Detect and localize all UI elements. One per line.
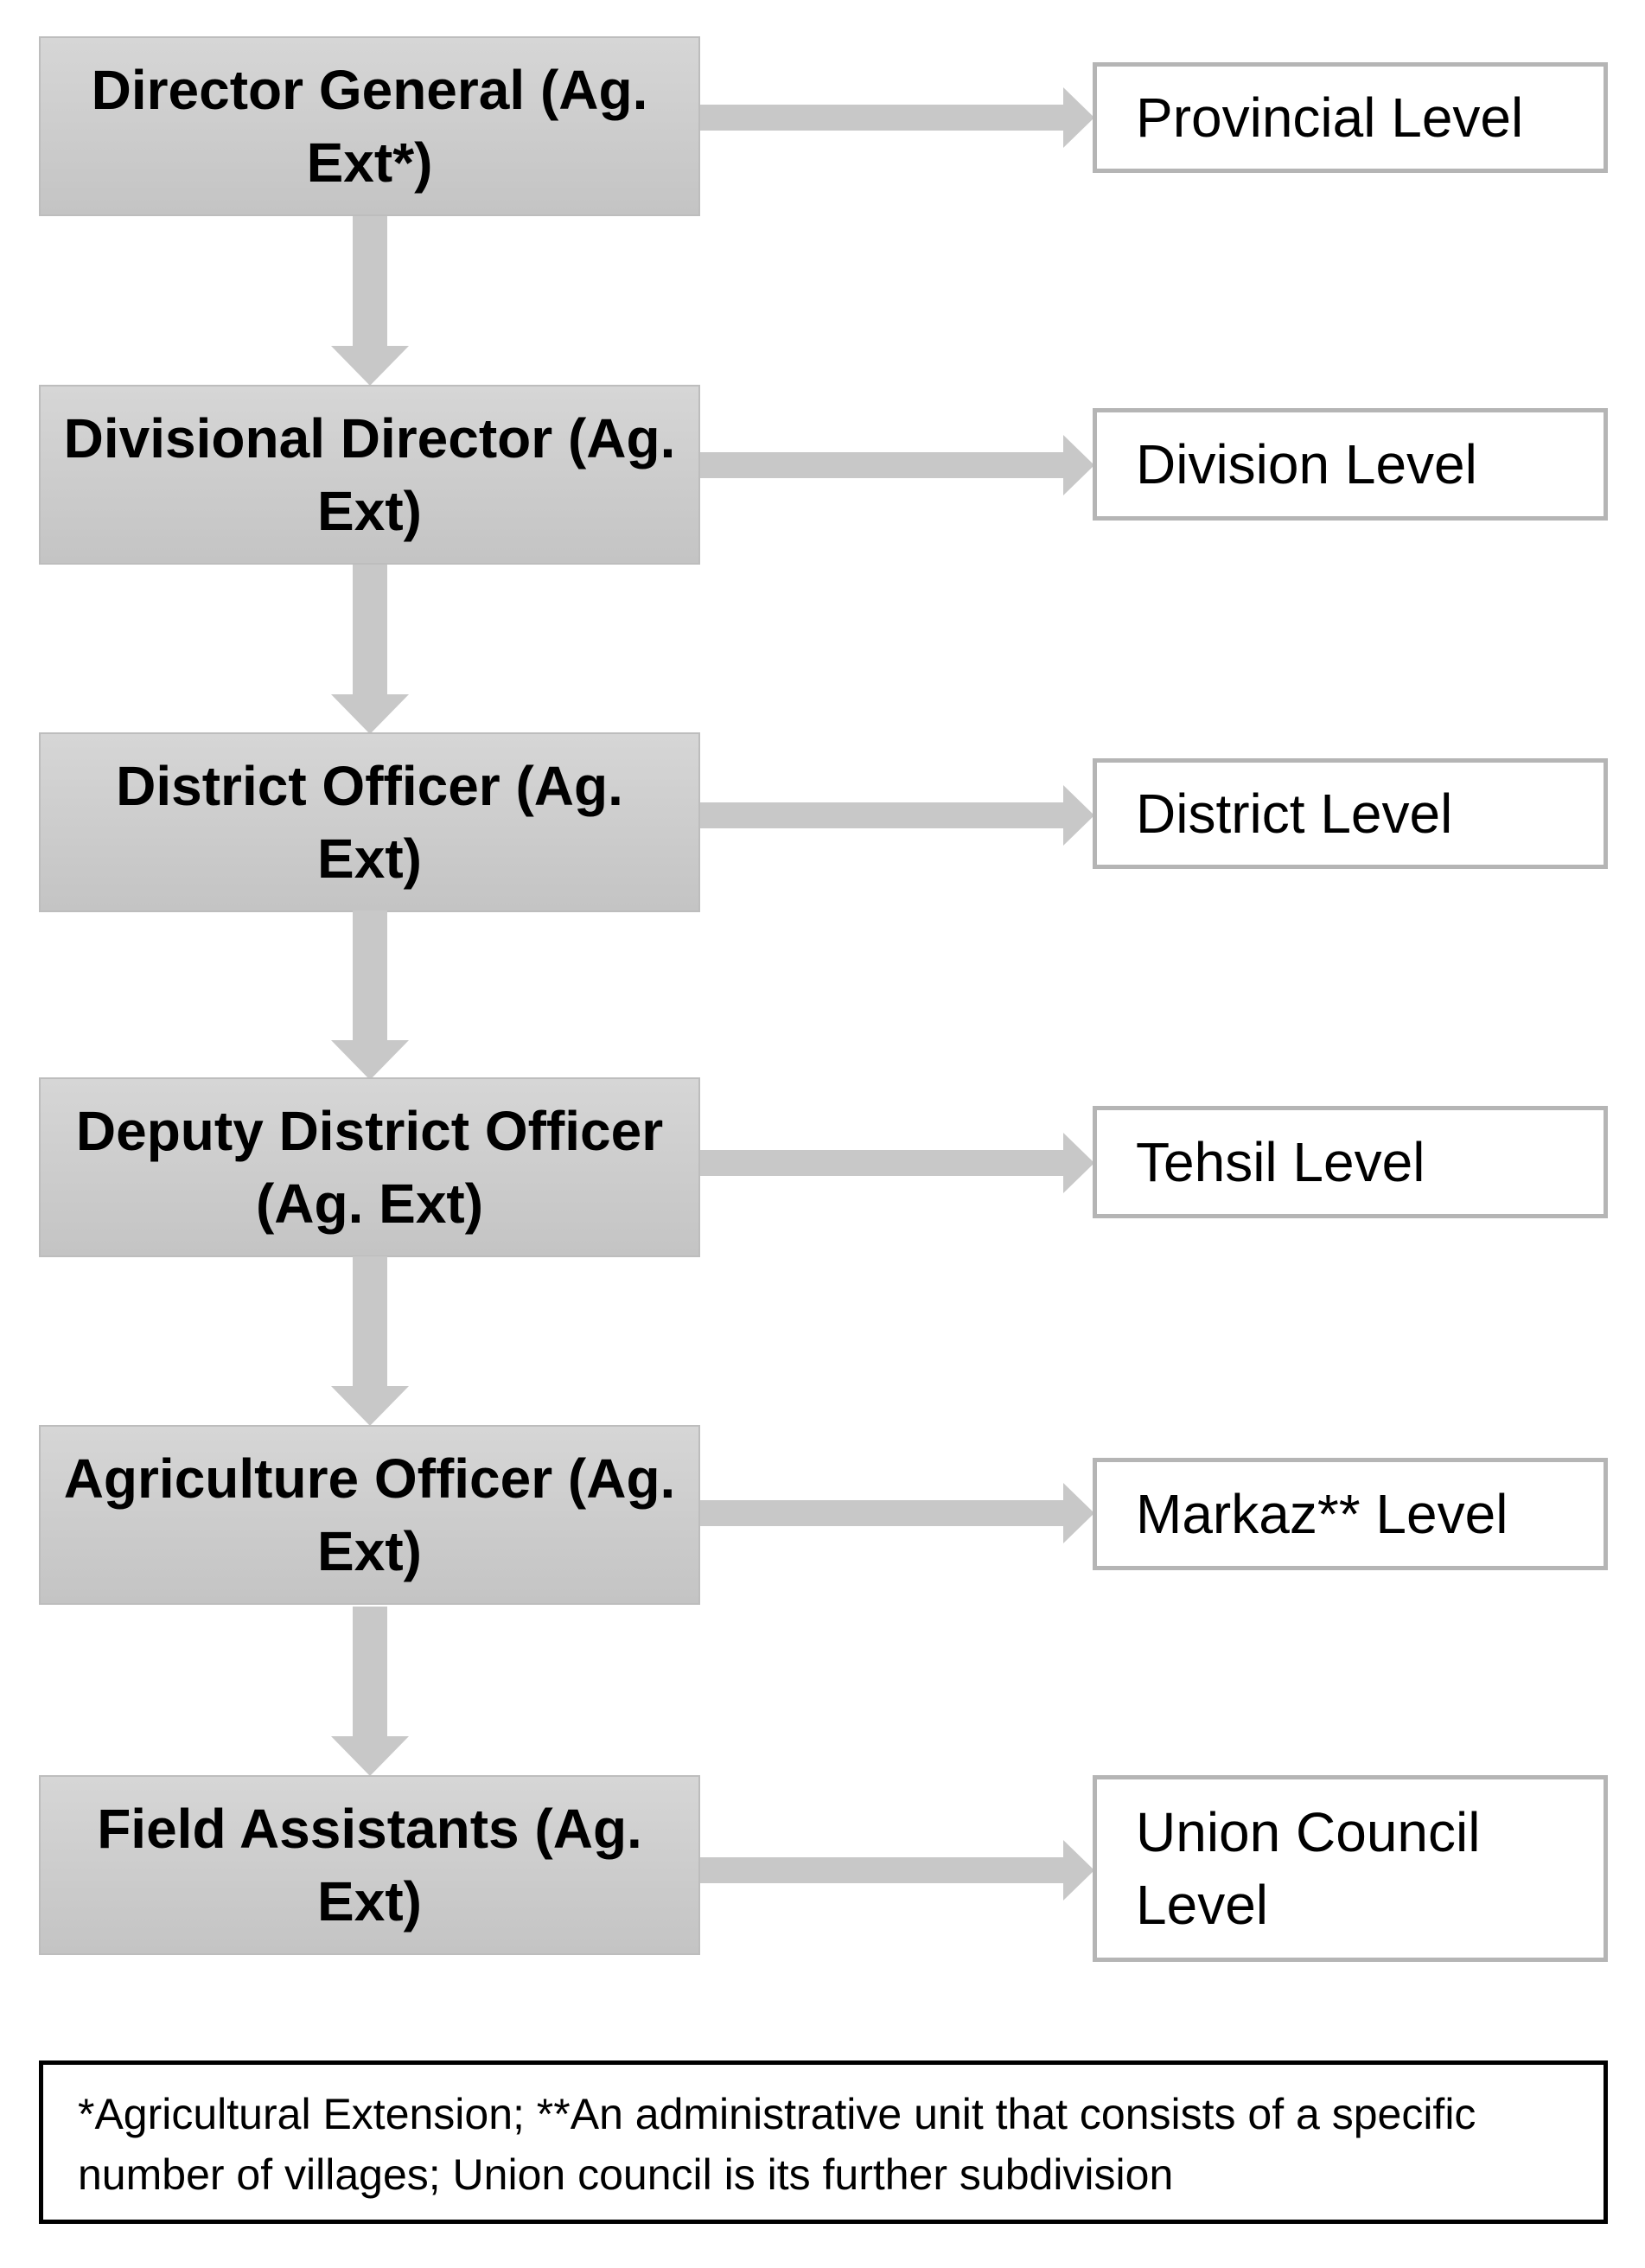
level-box-union-council: Union Council Level xyxy=(1093,1775,1608,1962)
role-label: Deputy District Officer (Ag. Ext) xyxy=(75,1100,664,1235)
right-arrow-icon xyxy=(700,1483,1094,1543)
level-label: Provincial Level xyxy=(1136,86,1524,149)
level-label: District Level xyxy=(1136,783,1453,845)
role-box-district-officer: District Officer (Ag. Ext) xyxy=(39,732,700,912)
role-box-divisional-director: Divisional Director (Ag. Ext) xyxy=(39,385,700,565)
level-label: Union Council Level xyxy=(1136,1801,1481,1936)
level-box-provincial: Provincial Level xyxy=(1093,62,1608,173)
down-arrow-icon xyxy=(331,910,409,1080)
level-label: Markaz** Level xyxy=(1136,1483,1508,1545)
role-label: Agriculture Officer (Ag. Ext) xyxy=(63,1447,676,1582)
down-arrow-icon xyxy=(331,1256,409,1426)
level-label: Tehsil Level xyxy=(1136,1131,1425,1193)
role-label: Director General (Ag. Ext*) xyxy=(91,59,648,194)
level-box-markaz: Markaz** Level xyxy=(1093,1458,1608,1570)
right-arrow-icon xyxy=(700,87,1094,148)
level-box-district: District Level xyxy=(1093,758,1608,869)
down-arrow-icon xyxy=(331,565,409,734)
role-box-deputy-district-officer: Deputy District Officer (Ag. Ext) xyxy=(39,1077,700,1257)
right-arrow-icon xyxy=(700,1840,1094,1901)
role-box-field-assistants: Field Assistants (Ag. Ext) xyxy=(39,1775,700,1955)
footnote-text: *Agricultural Extension; **An administra… xyxy=(78,2090,1476,2199)
down-arrow-icon xyxy=(331,216,409,386)
right-arrow-icon xyxy=(700,435,1094,495)
right-arrow-icon xyxy=(700,1133,1094,1193)
role-label: District Officer (Ag. Ext) xyxy=(116,755,623,890)
role-box-director-general: Director General (Ag. Ext*) xyxy=(39,36,700,216)
footnote-box: *Agricultural Extension; **An administra… xyxy=(39,2060,1608,2224)
level-label: Division Level xyxy=(1136,433,1477,495)
role-box-agriculture-officer: Agriculture Officer (Ag. Ext) xyxy=(39,1425,700,1605)
level-box-division: Division Level xyxy=(1093,408,1608,521)
down-arrow-icon xyxy=(331,1607,409,1776)
role-label: Field Assistants (Ag. Ext) xyxy=(97,1798,642,1933)
role-label: Divisional Director (Ag. Ext) xyxy=(63,407,676,542)
level-box-tehsil: Tehsil Level xyxy=(1093,1106,1608,1218)
right-arrow-icon xyxy=(700,785,1094,846)
